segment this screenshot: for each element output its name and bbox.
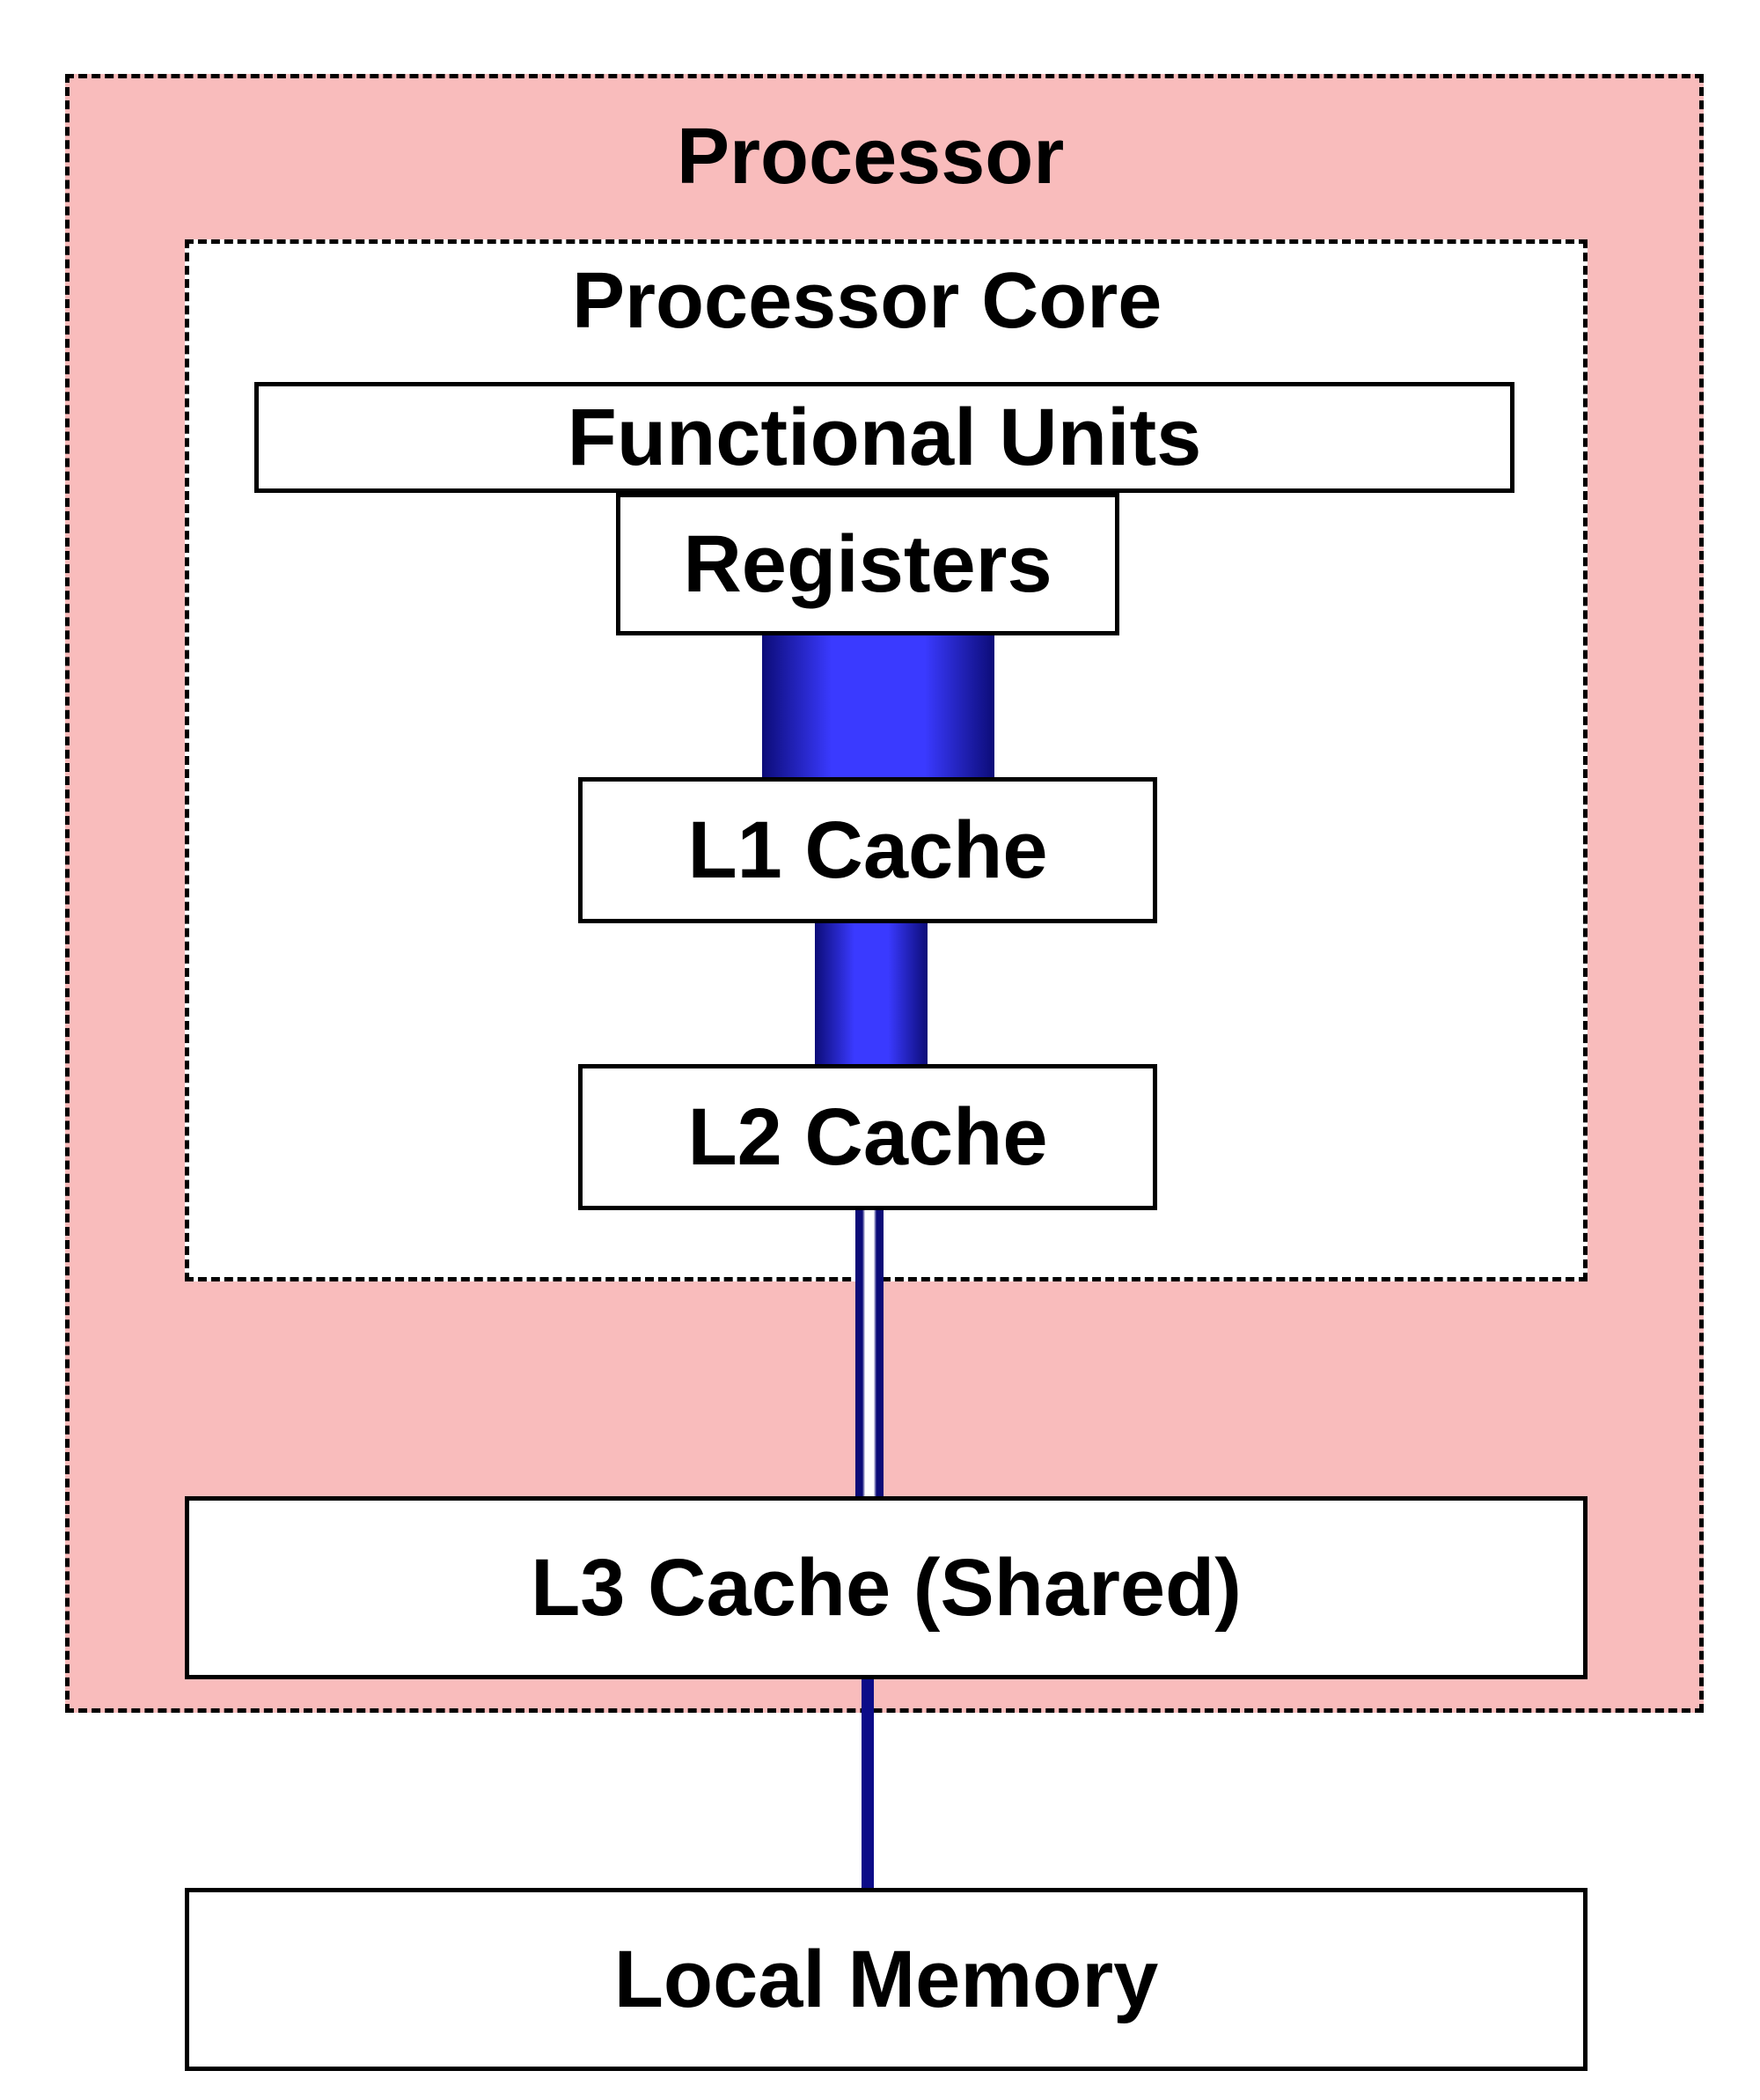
functional-units-box: Functional Units [254,382,1514,493]
l3-memory-bus [862,1679,874,1888]
registers-box: Registers [616,493,1119,635]
l1-l2-bus [815,923,928,1064]
local-memory-box: Local Memory [185,1888,1588,2071]
l2-cache-label: L2 Cache [687,1091,1048,1182]
registers-l1-bus [762,635,994,777]
processor-label: Processor [677,113,1065,201]
functional-units-label: Functional Units [567,392,1202,482]
l2-l3-bus [855,1210,884,1496]
l3-cache-label: L3 Cache (Shared) [531,1542,1242,1633]
registers-label: Registers [683,518,1052,609]
l3-cache-box: L3 Cache (Shared) [185,1496,1588,1679]
local-memory-label: Local Memory [613,1934,1159,2024]
l1-cache-label: L1 Cache [687,804,1048,895]
processor-core-label: Processor Core [572,257,1162,345]
l2-cache-box: L2 Cache [578,1064,1157,1210]
l1-cache-box: L1 Cache [578,777,1157,923]
